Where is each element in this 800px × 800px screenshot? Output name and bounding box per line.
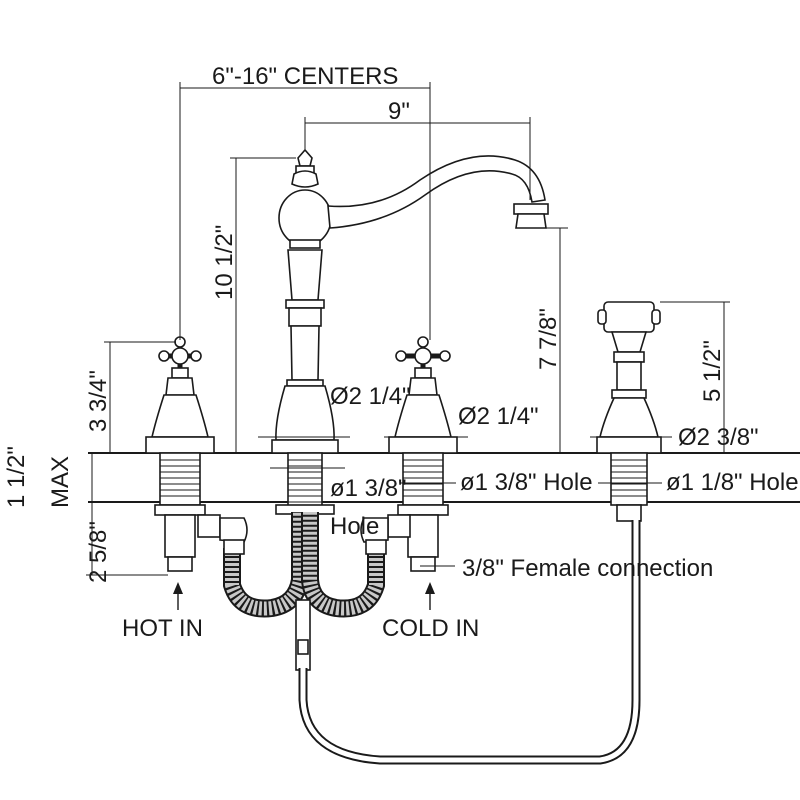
hot-in-label: HOT IN [122,615,203,642]
dimension-lines [86,82,730,610]
deck-max-label: MAX [47,456,74,508]
spout-reach-dimension: 9" [388,98,410,125]
spout-height-dimension: 10 1/2" [211,225,238,300]
handle-height-dimension: 3 3/4" [85,370,112,432]
handle-base-diameter: Ø2 1/4" [458,403,539,430]
side-sprayer [596,301,662,522]
spout-hole-word: Hole [330,513,379,540]
handle-hole-diameter: ø1 3/8" Hole [460,469,593,496]
sprayer-hose [298,520,641,765]
deck-thickness-dimension: 1 1/2" [3,446,30,508]
spout-outlet-dimension: 7 7/8" [535,308,562,370]
sprayer-base-diameter: Ø2 3/8" [678,424,759,451]
sprayer-hole-diameter: ø1 1/8" Hole [666,469,799,496]
female-connection-label: 3/8" Female connection [462,555,713,582]
hot-handle-valve [145,336,215,572]
sprayer-height-dimension: 5 1/2" [699,340,726,402]
kitchen-spout-faucet [271,148,549,515]
centers-dimension: 6"-16" CENTERS [212,63,398,90]
shank-length-dimension: 2 5/8" [85,521,112,583]
spout-hole-diameter: ø1 3/8" [330,475,407,502]
braided-supply-hoses [197,512,411,671]
spout-base-diameter: Ø2 1/4" [330,383,411,410]
cold-in-label: COLD IN [382,615,479,642]
cold-handle-valve [388,336,458,572]
